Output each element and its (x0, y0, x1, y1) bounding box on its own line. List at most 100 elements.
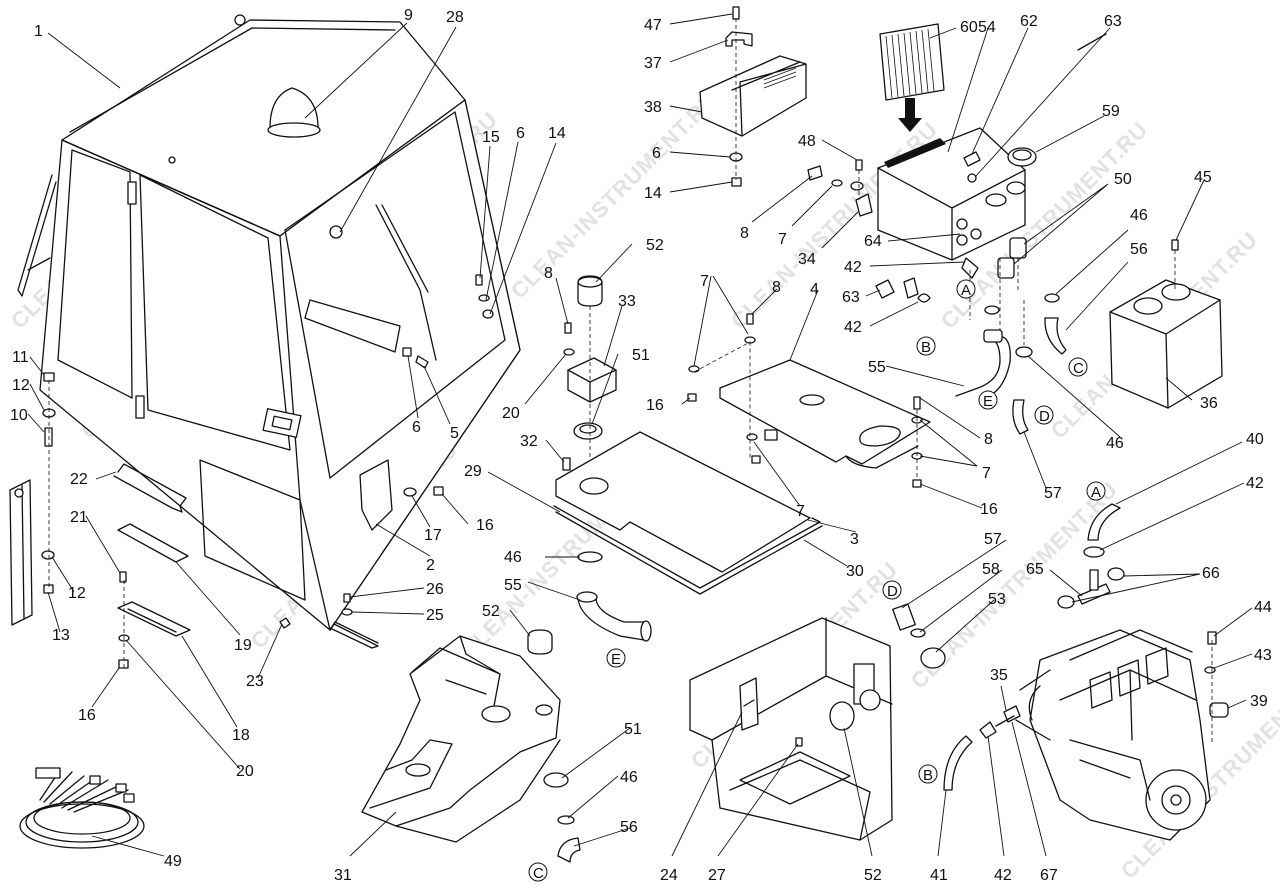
callout-11: 11 (12, 349, 29, 366)
marker-c: C (1068, 357, 1088, 377)
callout-35: 35 (990, 667, 1008, 684)
callout-26: 26 (426, 581, 444, 598)
callout-25: 25 (426, 607, 444, 624)
callout-55: 55 (868, 359, 886, 376)
engine-assembly (943, 503, 1229, 841)
callout-40: 40 (1246, 431, 1264, 448)
callout-42: 42 (844, 259, 862, 276)
callout-43: 43 (1254, 647, 1272, 664)
callout-14: 14 (548, 125, 566, 142)
side-bracket (359, 459, 444, 531)
callout-42: 42 (1246, 475, 1264, 492)
callout-2: 2 (426, 557, 435, 574)
callout-16: 16 (78, 707, 96, 724)
callout-9: 9 (404, 7, 413, 24)
callout-23: 23 (246, 673, 264, 690)
callout-46: 46 (504, 549, 522, 566)
callout-20: 20 (502, 405, 520, 422)
callout-28: 28 (446, 9, 464, 26)
callout-7: 7 (778, 231, 787, 248)
callout-55: 55 (504, 577, 522, 594)
callout-8: 8 (544, 265, 553, 282)
svg-text:B: B (921, 339, 931, 356)
svg-text:D: D (887, 583, 898, 600)
watermark: CLEAN-INSTRUMENT.RU (506, 87, 723, 304)
callout-14: 14 (644, 185, 662, 202)
callout-8: 8 (740, 225, 749, 242)
bottom-screws (279, 593, 379, 649)
callout-63: 63 (842, 289, 860, 306)
callout-16: 16 (980, 501, 998, 518)
callout-48: 48 (798, 133, 816, 150)
callout-46: 46 (620, 769, 638, 786)
callout-41: 41 (930, 867, 948, 884)
marker-e: E (606, 648, 626, 668)
marker-a: A (956, 279, 976, 299)
callout-6: 6 (652, 145, 661, 162)
callout-38: 38 (644, 99, 662, 116)
callout-8: 8 (984, 431, 993, 448)
callout-56: 56 (620, 819, 638, 836)
svg-text:E: E (611, 651, 621, 668)
callout-19: 19 (234, 637, 252, 654)
callout-12: 12 (68, 585, 86, 602)
svg-text:D: D (1039, 408, 1050, 425)
callout-52: 52 (482, 603, 500, 620)
svg-text:C: C (533, 865, 544, 882)
svg-text:A: A (961, 282, 971, 299)
callout-15: 15 (482, 129, 500, 146)
callout-52: 52 (864, 867, 882, 884)
callout-46: 46 (1106, 435, 1124, 452)
callout-54: 54 (978, 19, 996, 36)
callout-58: 58 (982, 561, 1000, 578)
callout-67: 67 (1040, 867, 1058, 884)
callout-36: 36 (1200, 395, 1218, 412)
marker-a: A (1086, 481, 1106, 501)
callout-3: 3 (850, 531, 859, 548)
heater-unit (807, 23, 1223, 435)
callout-33: 33 (618, 293, 636, 310)
callout-63: 63 (1104, 13, 1122, 30)
callout-56: 56 (1130, 241, 1148, 258)
callout-65: 65 (1026, 561, 1044, 578)
callout-32: 32 (520, 433, 538, 450)
marker-b: B (916, 336, 936, 356)
callout-60: 60 (960, 19, 978, 36)
callout-30: 30 (846, 563, 864, 580)
callout-20: 20 (236, 763, 254, 780)
callout-44: 44 (1254, 599, 1272, 616)
callout-27: 27 (708, 867, 726, 884)
small-brackets (113, 463, 191, 669)
frame-box (689, 603, 946, 841)
callout-42: 42 (994, 867, 1012, 884)
callout-66: 66 (1202, 565, 1220, 582)
callout-34: 34 (798, 251, 816, 268)
callout-7: 7 (982, 465, 991, 482)
connector-markers: A B C D E A B C (528, 279, 1106, 882)
callout-64: 64 (864, 233, 882, 250)
callout-57: 57 (1044, 485, 1062, 502)
cab-assembly (17, 14, 521, 644)
floor-assembly (553, 275, 931, 642)
callout-51: 51 (632, 347, 650, 364)
callout-16: 16 (476, 517, 494, 534)
callout-12: 12 (12, 377, 30, 394)
callout-5: 5 (450, 425, 459, 442)
callout-24: 24 (660, 867, 678, 884)
callout-22: 22 (70, 471, 88, 488)
callout-57: 57 (984, 531, 1002, 548)
left-post-parts (9, 372, 56, 626)
svg-text:B: B (923, 767, 933, 784)
callout-59: 59 (1102, 103, 1120, 120)
callout-62: 62 (1020, 13, 1038, 30)
callout-29: 29 (464, 463, 482, 480)
callout-46: 46 (1130, 207, 1148, 224)
marker-d: D (1034, 405, 1054, 425)
callout-51: 51 (624, 721, 642, 738)
callout-47: 47 (644, 17, 662, 34)
console-assembly (361, 629, 581, 863)
callout-31: 31 (334, 867, 352, 884)
cab-screws (402, 274, 494, 369)
callout-52: 52 (646, 237, 664, 254)
